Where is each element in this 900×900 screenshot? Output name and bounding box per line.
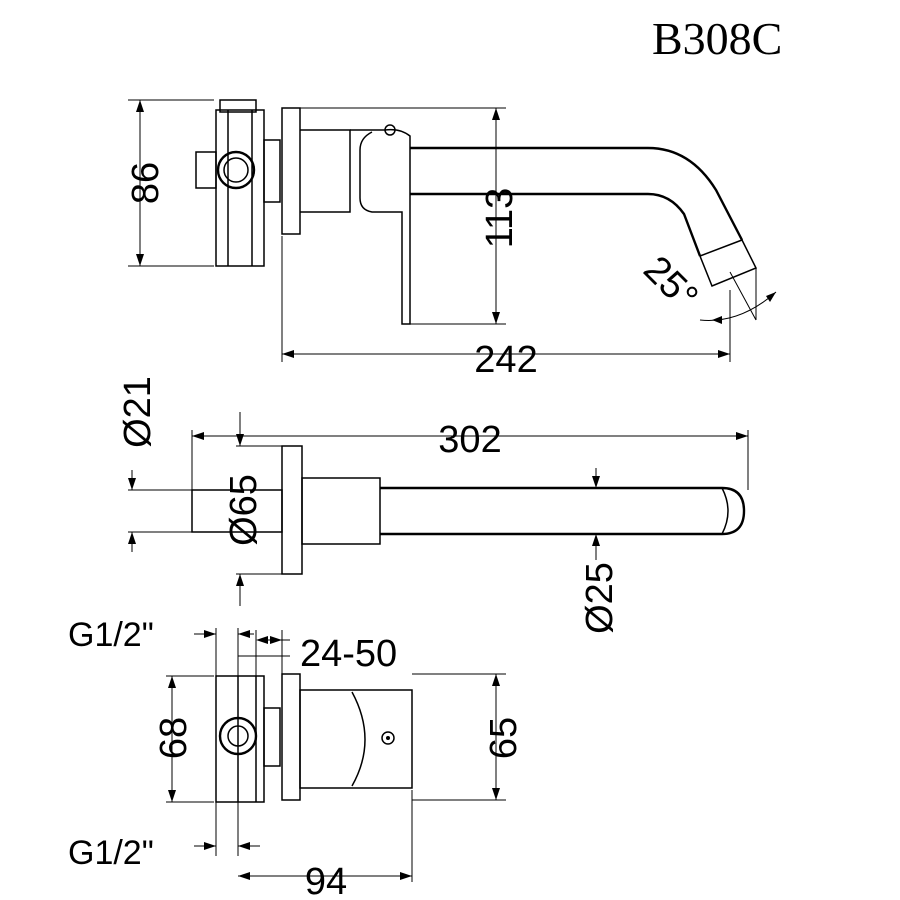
dim-94: 94 [305, 861, 347, 900]
dim-g12-bottom: G1/2" [68, 834, 154, 872]
dim-68: 68 [153, 717, 195, 759]
valve-cap [219, 99, 257, 113]
side-view: 86 113 242 25° [125, 99, 777, 381]
dim-24-50: 24-50 [300, 633, 397, 675]
inlet-stub [195, 151, 217, 189]
flange-bottom [281, 673, 301, 801]
top-view: 302 Ø21 Ø65 Ø25 [117, 376, 749, 634]
dim-dia-21: Ø21 [117, 376, 159, 448]
connector [263, 139, 281, 203]
body-bottom [299, 689, 413, 789]
dim-g12-top: G1/2" [68, 616, 154, 654]
dim-86: 86 [125, 162, 167, 204]
connector-bottom [263, 707, 281, 767]
model-number: B308C [652, 13, 782, 64]
dim-242: 242 [474, 339, 537, 381]
dim-25-degree: 25° [635, 248, 705, 318]
dim-113: 113 [479, 188, 521, 249]
inlet-port-circle [216, 150, 256, 190]
inlet-port-bottom [218, 716, 258, 756]
dim-dia-25: Ø25 [579, 562, 621, 634]
spout-top-view [380, 486, 746, 536]
body-top [301, 477, 381, 545]
bottom-view: 68 65 G1/2" 24-50 G1/2" [68, 616, 525, 900]
flange-top [281, 445, 303, 575]
dim-65: 65 [483, 717, 525, 759]
dim-dia-65: Ø65 [223, 474, 265, 546]
dim-302: 302 [438, 419, 501, 461]
lever [350, 128, 411, 325]
wall-flange [281, 107, 301, 235]
aerator [699, 239, 758, 287]
spout-bottom [410, 192, 702, 257]
handle-body [300, 129, 351, 213]
spout-top [410, 146, 744, 241]
